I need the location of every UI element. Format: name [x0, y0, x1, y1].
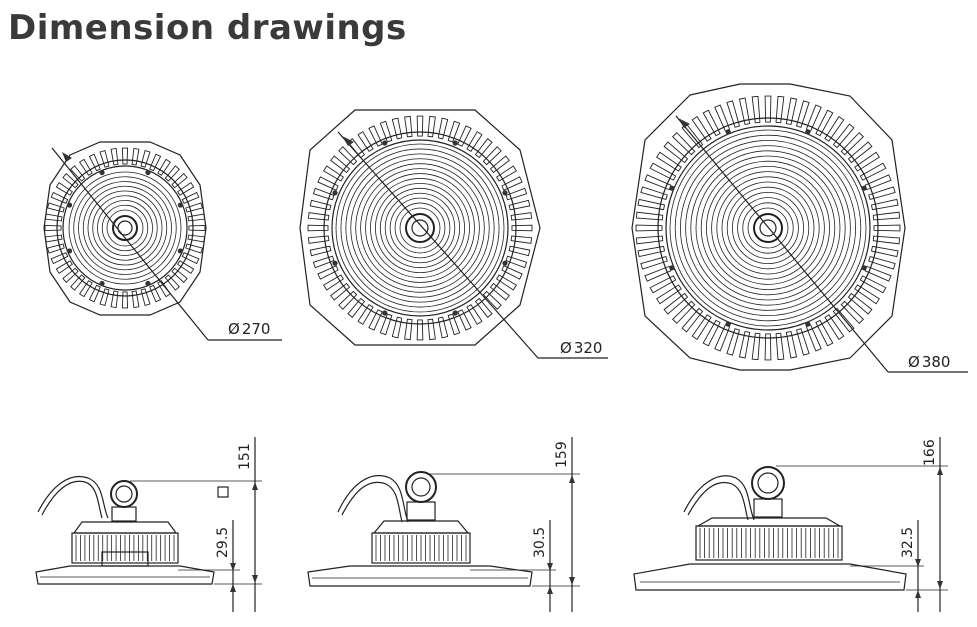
- page-title: Dimension drawings: [8, 8, 407, 48]
- top-view-medium-fins: [307, 115, 533, 341]
- housing-label-large: 32.5: [900, 527, 916, 558]
- height-label-large: 166: [922, 439, 938, 466]
- height-label-medium: 159: [554, 441, 570, 468]
- top-view-large-fins: [635, 95, 901, 361]
- height-label-small: 151: [237, 443, 253, 470]
- housing-label-small: 29.5: [215, 527, 231, 558]
- side-view-small: 151 29.5: [35, 437, 262, 612]
- housing-label-medium: 30.5: [532, 527, 548, 558]
- side-view-large: 166 32.5: [633, 437, 948, 612]
- side-view-medium: 159 30.5: [307, 437, 580, 612]
